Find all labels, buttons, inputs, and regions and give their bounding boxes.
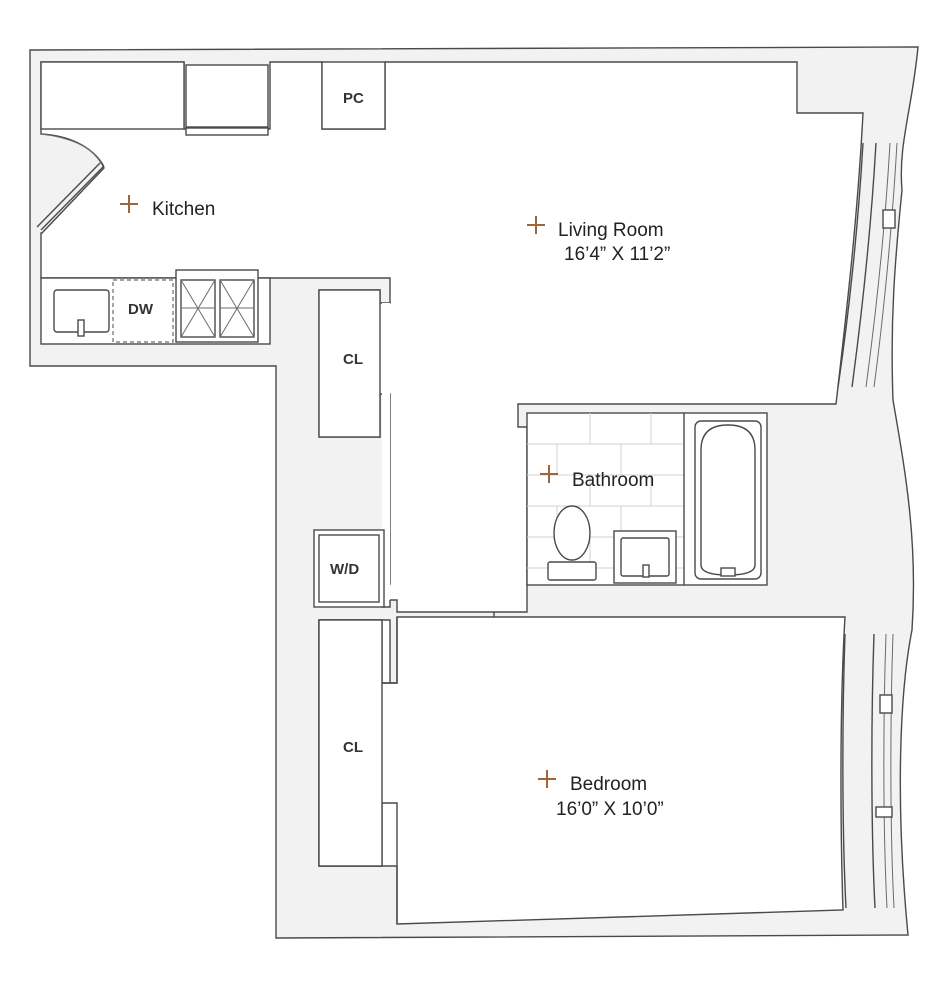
bathroom-sink bbox=[613, 530, 677, 584]
pantry-closet bbox=[321, 61, 386, 130]
closet-bottom-label: CL bbox=[343, 739, 363, 756]
bedroom-marker-icon bbox=[538, 770, 556, 788]
hallway-floor bbox=[382, 303, 390, 600]
stove bbox=[175, 269, 259, 343]
closet-top-label: CL bbox=[343, 351, 363, 368]
living-room-dimensions: 16’4” X 11’2” bbox=[564, 244, 671, 265]
kitchen-sink bbox=[53, 289, 110, 337]
closet-top bbox=[318, 289, 381, 438]
dishwasher bbox=[112, 279, 174, 343]
bedroom-floor bbox=[318, 616, 846, 925]
bedroom-label: Bedroom bbox=[570, 774, 648, 795]
refrigerator bbox=[185, 64, 269, 128]
toilet bbox=[547, 505, 597, 581]
window-bedroom bbox=[842, 633, 895, 909]
bedroom-dimensions: 16’0” X 10’0” bbox=[556, 799, 664, 820]
dw-label: DW bbox=[128, 301, 153, 318]
window-living bbox=[837, 142, 898, 388]
bathtub bbox=[694, 420, 762, 580]
closet-bottom bbox=[318, 619, 383, 867]
bathroom-label: Bathroom bbox=[572, 470, 655, 491]
washer-dryer-label: W/D bbox=[330, 561, 360, 578]
pc-label: PC bbox=[343, 90, 364, 107]
kitchen-label: Kitchen bbox=[152, 199, 216, 220]
bathroom-marker-icon bbox=[540, 465, 558, 483]
living-room-label: Living Room bbox=[558, 220, 664, 241]
kitchen-marker-icon bbox=[120, 195, 138, 213]
living-room-marker-icon bbox=[527, 216, 545, 234]
